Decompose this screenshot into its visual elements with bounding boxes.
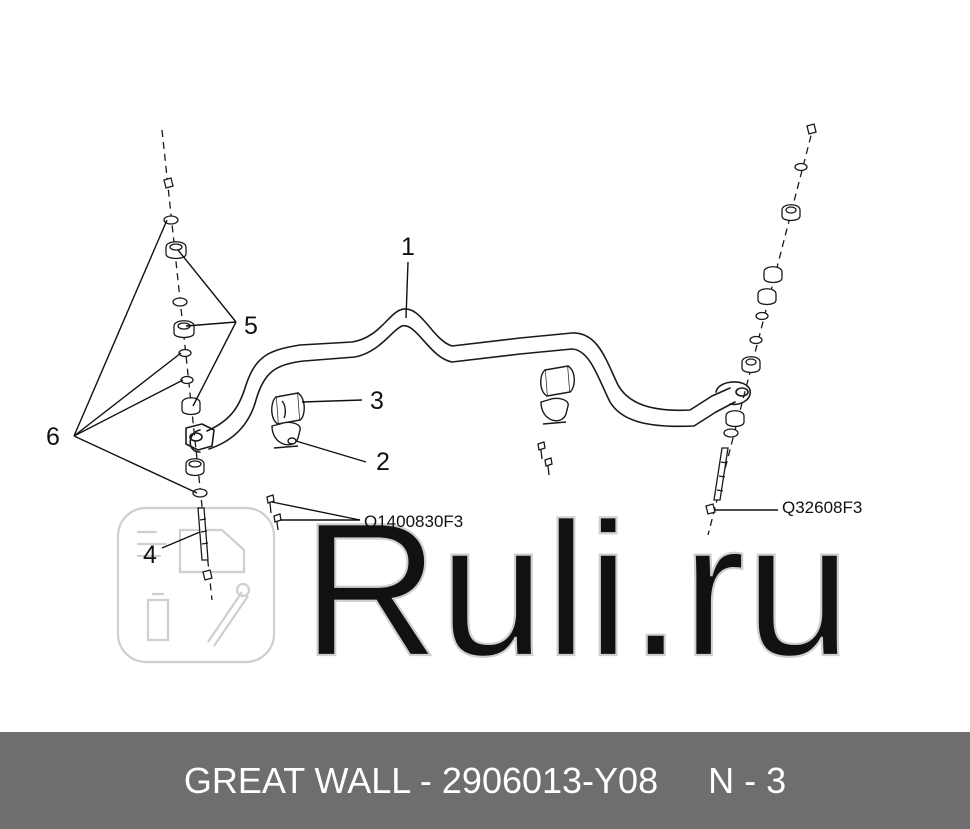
part-number-bolt-left: Q1400830F3 xyxy=(364,512,463,531)
watermark-logo-icon xyxy=(116,506,276,664)
part-number-nut-right: Q32608F3 xyxy=(782,498,862,517)
callout-2: 2 xyxy=(376,448,390,476)
right-link-stack xyxy=(705,123,817,536)
watermark: Ruli.ru xyxy=(116,483,852,697)
clamp-left xyxy=(271,421,301,449)
footer-label: GREAT WALL - 2906013-Y08 xyxy=(183,759,659,801)
callout-3: 3 xyxy=(370,387,384,415)
stabilizer-bar xyxy=(185,308,751,453)
callout-6: 6 xyxy=(46,423,60,451)
clamp-right xyxy=(540,397,569,425)
callout-5: 5 xyxy=(244,312,258,340)
footer-bar: GREAT WALL - 2906013-Y08 N - 3 xyxy=(0,732,970,829)
callout-1: 1 xyxy=(401,233,415,261)
clamp-bolts xyxy=(266,441,553,531)
footer-suffix: N - 3 xyxy=(708,759,787,801)
watermark-text: Ruli.ru xyxy=(302,484,851,696)
exploded-parts-diagram: Ruli.ru xyxy=(46,123,862,697)
callout-4: 4 xyxy=(143,541,157,569)
bushing-left xyxy=(271,392,305,425)
leader-lines xyxy=(73,219,778,549)
bushing-right xyxy=(540,365,575,397)
